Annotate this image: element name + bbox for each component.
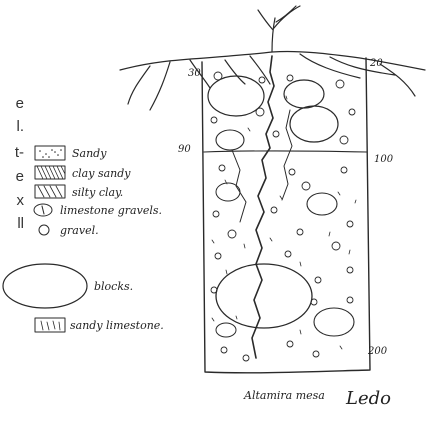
sandy-limestone-mark — [41, 321, 60, 330]
depth-label: 30 — [188, 68, 201, 79]
depth-label: 90 — [178, 144, 191, 155]
legend-label-sandy-limestone: sandy limestone. — [70, 319, 164, 332]
depth-label: 100 — [374, 154, 394, 165]
soil-profile — [202, 56, 370, 373]
limestone-gravel-mark — [42, 206, 44, 214]
depth-labels: 30 20 90 100 200 — [178, 58, 394, 357]
large-block — [216, 264, 312, 328]
sandy-swatch — [35, 146, 65, 160]
signature: Ledo — [345, 388, 391, 409]
legend-label-sandy: Sandy — [72, 147, 107, 160]
legend-label-clay-sandy: clay sandy — [72, 167, 131, 180]
legend-labels: Sandy clay sandy silty clay. limestone g… — [60, 147, 164, 332]
gravel-symbol — [39, 225, 49, 235]
sandy-limestone-swatch — [35, 318, 65, 332]
depth-label: 20 — [369, 58, 383, 69]
silty-clay-stripes — [38, 186, 62, 197]
profile-outline — [202, 58, 370, 373]
legend-label-gravel: gravel. — [60, 224, 99, 237]
legend-label-limestone-gravels: limestone gravels. — [60, 204, 162, 217]
legend-label-silty-clay: silty clay. — [72, 186, 123, 199]
caption: Altamira mesa — [243, 389, 325, 402]
depth-label: 200 — [367, 346, 388, 357]
blocks-symbol — [3, 264, 87, 308]
clay-sandy-hatch — [37, 166, 65, 179]
layer-boundary — [204, 151, 367, 152]
legend-label-blocks: blocks. — [94, 280, 133, 293]
sandy-dots — [39, 149, 62, 158]
silty-clay-swatch — [35, 185, 65, 198]
